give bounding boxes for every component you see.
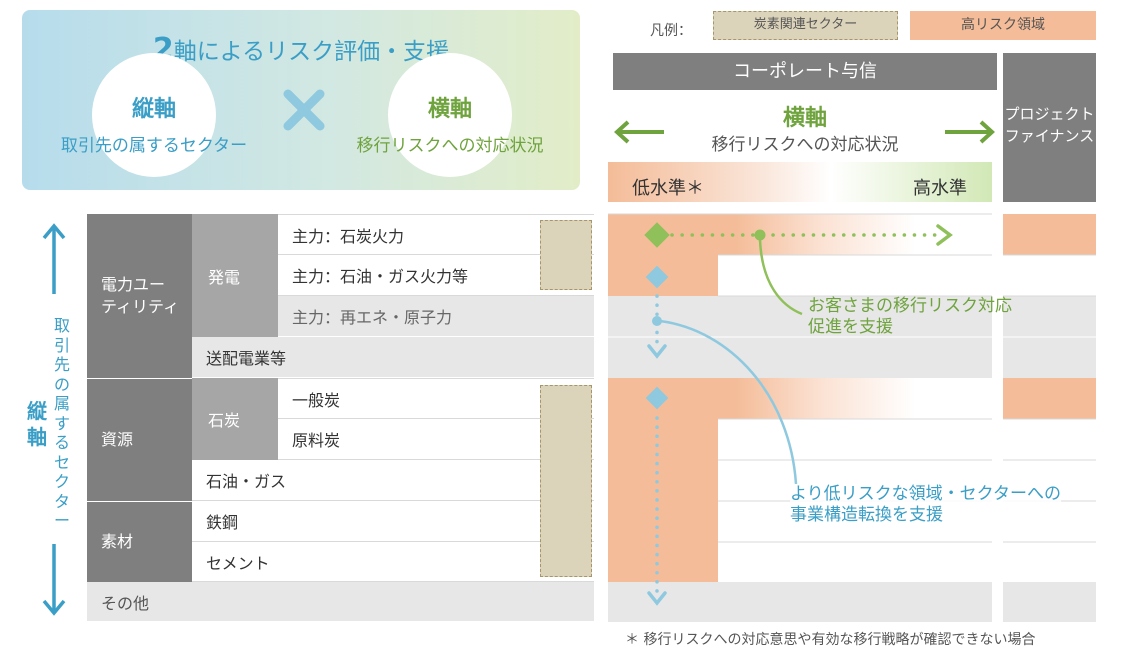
- blue-dotted-arrows: [645, 265, 669, 606]
- project-finance-line-1: プロジェクト: [1004, 105, 1095, 123]
- carbon-marker-power: [540, 220, 592, 290]
- row-transmission: 送配電業等: [192, 337, 594, 378]
- green-annotation: お客さまの移行リスク対応 促進を支援: [808, 296, 1012, 338]
- left-axis-sub-char: す: [53, 413, 70, 433]
- left-axis-sub-char: 引: [53, 335, 70, 355]
- left-axis-sub-char: の: [53, 374, 70, 394]
- horizontal-axis-circle: [388, 53, 512, 177]
- row-oil-gas: 石油・ガス: [192, 460, 594, 501]
- header-panel: 2軸によるリスク評価・支援 縦軸 取引先の属するセクター 横軸 移行リスクへの対…: [22, 10, 580, 190]
- subsector-coal: 石炭: [192, 378, 278, 460]
- green-annotation-line-2: 促進を支援: [808, 317, 893, 337]
- project-finance-header: プロジェクト ファイナンス: [1003, 53, 1096, 202]
- left-axis-head-char: 縦: [27, 399, 47, 423]
- left-axis-sub-char: セ: [53, 452, 70, 472]
- blue-callout-line: [659, 319, 798, 485]
- left-vertical-axis-heading: 縦 軸: [22, 398, 52, 450]
- row-other: その他: [87, 582, 594, 622]
- sector-resources: 資源: [87, 378, 192, 501]
- horizontal-axis-heading: 横軸: [427, 97, 472, 122]
- blue-annotation-line-2: 事業構造転換を支援: [790, 505, 943, 525]
- left-axis-sub-char: 属: [53, 394, 70, 413]
- right-horizontal-axis-subtitle: 移行リスクへの対応状況: [711, 135, 899, 155]
- green-dotted-arrow: [644, 222, 953, 248]
- left-axis-sub-char: ー: [53, 511, 70, 530]
- blue-annotation: より低リスクな領域・セクターへの 事業構造転換を支援: [790, 484, 1061, 526]
- left-vertical-axis-subtitle: 取 引 先 の 属 す る セ ク タ ー: [50, 316, 74, 531]
- sector-power-line-1: 電力ユー: [101, 275, 166, 294]
- sector-materials: 素材: [87, 501, 192, 582]
- high-level-label: 高水準: [913, 178, 967, 199]
- row-cement: セメント: [192, 542, 594, 582]
- vertical-axis-heading: 縦軸: [131, 97, 176, 122]
- row-renewable-nuclear: 主力：再エネ・原子力: [278, 296, 594, 337]
- legend-label: 凡例：: [650, 23, 692, 39]
- footnote: ＊ 移行リスクへの対応意思や有効な移行戦略が確認できない場合: [625, 632, 1036, 648]
- sector-power-line-2: ティリティ: [101, 297, 180, 316]
- row-steel: 鉄鋼: [192, 501, 594, 542]
- right-horizontal-axis-heading: 横軸: [782, 106, 827, 131]
- green-callout-line: [758, 239, 803, 316]
- arrow-left-icon: [614, 120, 664, 144]
- legend-carbon-sector: 炭素関連セクター: [713, 11, 898, 40]
- left-axis-sub-char: 取: [53, 316, 70, 335]
- project-finance-line-2: ファイナンス: [1004, 127, 1095, 145]
- subsector-power-generation: 発電: [192, 214, 278, 337]
- vertical-axis-arrows: [42, 223, 66, 616]
- cross-icon: [283, 89, 325, 131]
- left-axis-head-char: 軸: [27, 425, 47, 449]
- legend-high-risk: 高リスク領域: [910, 11, 1096, 40]
- left-axis-sub-char: 先: [53, 355, 70, 374]
- carbon-marker-resources-materials: [540, 385, 592, 577]
- left-axis-sub-char: タ: [53, 491, 70, 511]
- vertical-axis-circle: [92, 53, 216, 177]
- risk-level-gradient-bar: [608, 162, 992, 202]
- horizontal-axis-subtitle: 移行リスクへの対応状況: [356, 136, 544, 156]
- blue-annotation-line-1: より低リスクな領域・セクターへの: [790, 484, 1061, 504]
- left-axis-sub-char: ク: [53, 472, 70, 491]
- green-annotation-line-1: お客さまの移行リスク対応: [808, 296, 1012, 316]
- sector-power-utility: 電力ユー ティリティ: [87, 214, 192, 378]
- low-level-label: 低水準＊: [632, 178, 704, 199]
- left-axis-sub-char: る: [53, 433, 70, 452]
- corporate-credit-header: コーポレート与信: [613, 53, 997, 90]
- arrow-right-icon: [945, 120, 995, 144]
- header-title-text: 軸によるリスク評価・支援: [173, 39, 450, 65]
- vertical-axis-subtitle: 取引先の属するセクター: [60, 136, 248, 156]
